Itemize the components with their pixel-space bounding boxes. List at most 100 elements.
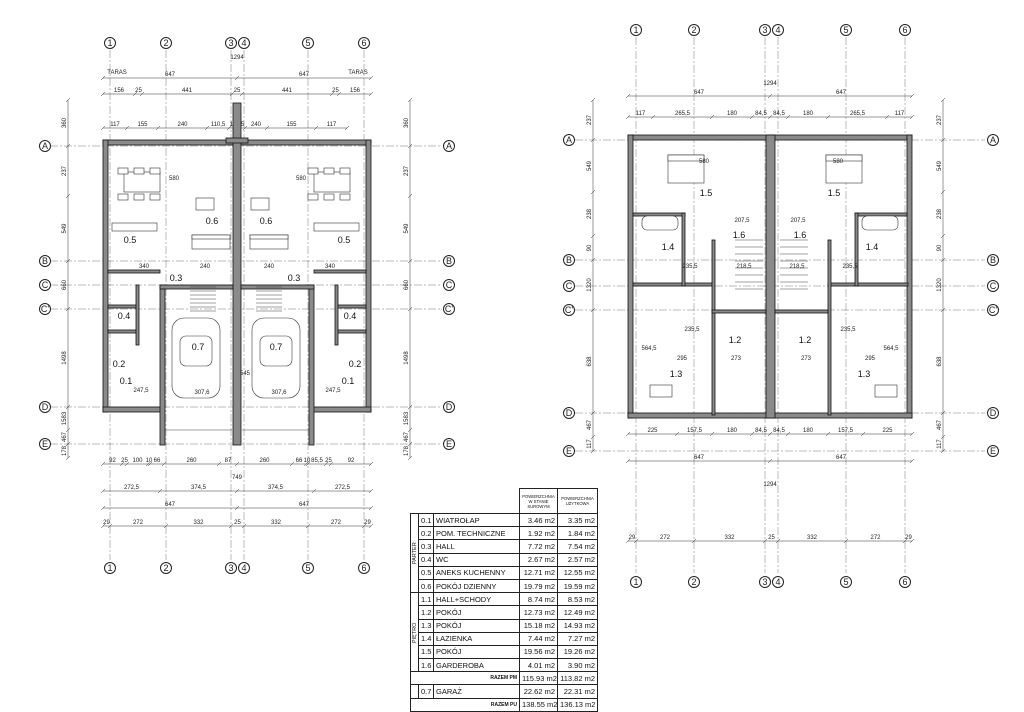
axis-marker-right-bottom-circle <box>772 576 784 588</box>
room-area-gross: 19.56 m2 <box>519 644 558 660</box>
room-number-upper: 1.6 <box>794 230 807 240</box>
dim-left-side-label: 1498 <box>62 351 68 365</box>
dim-right-top-row2-label: 180 <box>803 111 814 117</box>
dim-left-bottom-row3-tick <box>157 488 163 494</box>
axis-marker-left-top: 2 <box>160 37 172 49</box>
axis-marker-left-side-right-circle <box>443 438 455 450</box>
axis-marker-right-bottom: 4 <box>772 576 784 588</box>
room-number-ground: 0.1 <box>120 376 133 386</box>
chair <box>117 193 129 201</box>
dim-left-bottom-row5-tick <box>368 523 374 529</box>
dim-right-side-tick <box>590 410 596 416</box>
axis-marker-left-bottom: 3 <box>225 562 237 574</box>
axis-marker-right-side-right: C' <box>987 304 999 316</box>
dim-right-bottom-row1-label: 225 <box>647 428 658 434</box>
axis-marker-left-side-right-label: A <box>446 141 452 151</box>
dim-right-bottom-row2-tick <box>767 458 773 464</box>
axis-marker-left-top-label: 3 <box>228 38 233 48</box>
axis-marker-left-top-circle <box>302 37 314 49</box>
axis-marker-left-side: D <box>39 401 51 413</box>
axis-marker-right-top: 3 <box>759 24 771 36</box>
axis-marker-right-side-right: D <box>987 407 999 419</box>
dim-right-bottom-row1-label: 157,5 <box>838 428 854 434</box>
dim-left-bottom-row1-label: 85,5 <box>311 458 323 464</box>
wall-east <box>365 139 372 413</box>
dim-left-top-halves-tick <box>368 75 374 81</box>
axis-marker-right-side-right: A <box>987 134 999 146</box>
chair <box>323 193 335 201</box>
axis-marker-left-side-circle <box>39 279 51 291</box>
dim-left-bottom-row3-tick <box>234 488 240 494</box>
room-number-upper: 1.3 <box>858 369 871 379</box>
interior-dimension: 545 <box>240 371 251 377</box>
interior-dimension: 247,5 <box>133 388 149 394</box>
axis-marker-right-bottom-label: 3 <box>762 577 767 587</box>
axis-marker-left-side-right-label: C' <box>445 304 453 314</box>
dim-right-top-halves-tick <box>767 93 773 99</box>
dim-left-side-right-label: 360 <box>404 117 410 128</box>
dim-right-side-label: 1320 <box>587 278 593 292</box>
dim-right-top-row2-label: 180 <box>727 111 738 117</box>
dim-left-side-label: 467 <box>62 431 68 442</box>
room-number-ground: 0.3 <box>288 273 301 283</box>
chair <box>133 167 145 175</box>
partition-wc-right <box>335 329 367 334</box>
dim-left-bottom-row5-tick <box>305 523 311 529</box>
dim-left-top-row3-label: 117 <box>110 122 120 128</box>
axis-marker-right-bottom: 5 <box>840 576 852 588</box>
axis-marker-right-bottom: 1 <box>630 576 642 588</box>
room-number-ground: 0.6 <box>206 216 219 226</box>
dim-left-bottom-row1-label: 66 <box>154 458 161 464</box>
dim-right-bottom-row3-label: 25 <box>768 535 775 541</box>
partition-tech-left <box>107 304 139 309</box>
partition-wc-left <box>107 329 139 334</box>
dim-left-top-row3-label: 240 <box>177 122 188 128</box>
party-wall-cap <box>225 137 249 144</box>
axis-marker-left-side: C' <box>39 303 51 315</box>
axis-marker-right-bottom: 6 <box>899 576 911 588</box>
dim-left-top-row3-label: 240 <box>251 122 262 128</box>
partition-right <box>313 269 367 274</box>
chair <box>307 167 319 175</box>
dim-right-top-row2-label: 84,5 <box>773 111 785 117</box>
room-number-ground: 0.3 <box>170 273 183 283</box>
dim-left-top-row2-label: 156 <box>350 88 361 94</box>
dim-left-side-right-tick <box>407 455 413 461</box>
dim-right-bottom-row1-label: 180 <box>803 428 814 434</box>
room-area-usable: 12.49 m2 <box>557 605 598 620</box>
axis-marker-left-bottom-label: 6 <box>361 563 366 573</box>
room-name: ŁAZIENKA <box>433 631 520 646</box>
axis-marker-left-side-right-circle <box>443 303 455 315</box>
axis-marker-left-bottom-circle <box>238 562 250 574</box>
blank-cell <box>410 684 419 699</box>
axis-marker-left-side-circle <box>39 401 51 413</box>
axis-marker-right-top: 6 <box>899 24 911 36</box>
room-name: POKÓJ <box>433 618 520 633</box>
dim-left-side-tick <box>65 258 71 264</box>
dim-left-side-right-tick <box>407 441 413 447</box>
axis-marker-left-top: 3 <box>225 37 237 49</box>
dim-left-top-halves-label: 647 <box>165 72 176 78</box>
dim-left-top-row2-label: 441 <box>182 88 193 94</box>
room-number-upper: 1.2 <box>799 335 812 345</box>
car-roof <box>259 335 293 367</box>
room-no: 1.4 <box>418 631 434 646</box>
room-no: 0.4 <box>418 552 434 567</box>
room-area-usable: 19.59 m2 <box>557 578 598 594</box>
axis-marker-right-top-label: 3 <box>762 25 767 35</box>
axis-marker-right-side: C' <box>563 304 575 316</box>
dim-right-side-right-label: 549 <box>937 160 943 171</box>
dim-right-top-row2-label: 265,5 <box>675 111 691 117</box>
room-no: 0.6 <box>418 578 434 594</box>
dim-left-bottom-row1-tick <box>234 461 240 467</box>
chair <box>339 193 351 201</box>
interior-dimension-upper: 580 <box>699 159 710 165</box>
dim-left-side-label: 237 <box>62 165 68 176</box>
axis-marker-left-side-right-circle <box>443 140 455 152</box>
axis-marker-left-top-circle <box>160 37 172 49</box>
wall-west-upper <box>627 134 634 419</box>
dim-right-side-tick <box>590 448 596 454</box>
dim-left-bottom-row1-label: 92 <box>348 458 355 464</box>
